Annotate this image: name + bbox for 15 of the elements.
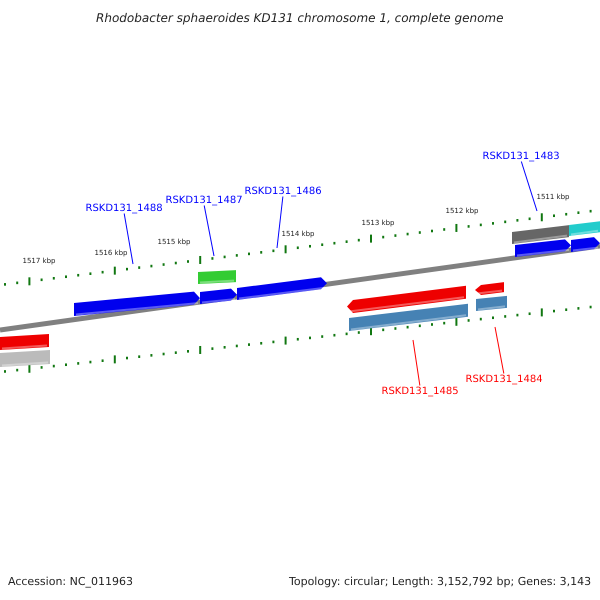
gene-label: RSKD131_1485 xyxy=(382,386,459,396)
leader-line xyxy=(124,213,134,264)
leader-line xyxy=(204,205,214,256)
gene-label: RSKD131_1487 xyxy=(166,194,243,206)
genome-info-text: Topology: circular; Length: 3,152,792 bp; Genes: 3,143 xyxy=(289,576,592,588)
gene-label: RSKD131_1483 xyxy=(482,150,560,162)
gene-label: RSKD131_1486 xyxy=(244,186,322,196)
leader-line xyxy=(412,340,420,386)
title: Rhodobacter sphaeroides KD131 chromosome 1, complete genome xyxy=(96,12,504,25)
accession-text: Accession: NC_011963 xyxy=(8,576,134,588)
leader-line xyxy=(276,196,284,248)
leader-line xyxy=(520,161,538,212)
gene-label: RSKD131_1484 xyxy=(466,374,543,384)
gene-label: RSKD131_1488 xyxy=(86,202,163,214)
leader-line xyxy=(494,326,504,374)
